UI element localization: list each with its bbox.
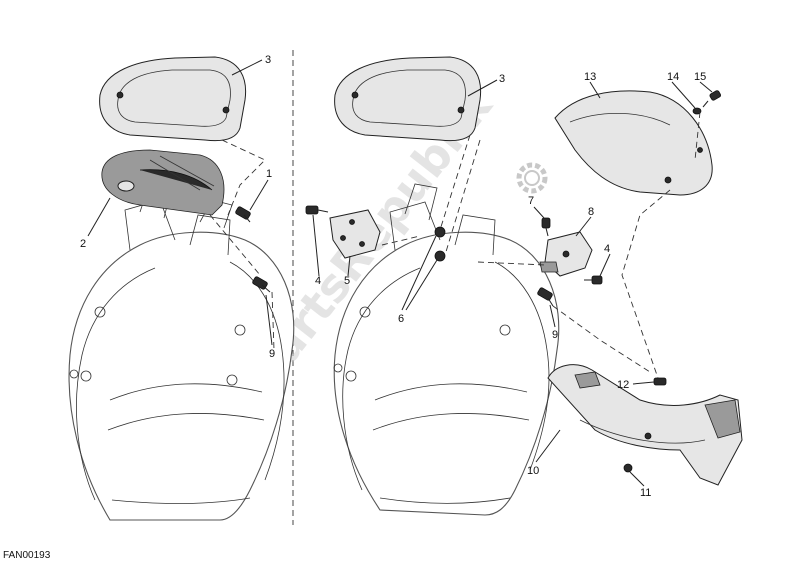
left-guide-line-b	[209, 214, 261, 276]
callout-right-5: 5	[344, 275, 350, 287]
right-cover-13	[554, 90, 713, 196]
right-screw-4a	[305, 205, 329, 215]
callout-right-4b: 4	[604, 243, 610, 255]
right-bracket-5	[329, 209, 381, 259]
right-guide-line-a	[439, 134, 481, 256]
callout-right-12: 12	[617, 379, 629, 391]
right-screw-7	[541, 217, 551, 237]
leader-right-6b	[405, 259, 438, 311]
callout-right-7: 7	[528, 195, 534, 207]
leader-right-8	[575, 216, 592, 237]
leader-right-6a	[401, 235, 437, 311]
right-washer-14	[692, 107, 702, 115]
right-nut-11	[623, 463, 633, 473]
callout-left-9: 9	[269, 348, 275, 360]
right-nut-6b	[434, 250, 446, 262]
callout-right-9: 9	[552, 329, 558, 341]
leader-left-2	[87, 197, 111, 237]
leader-left-9	[265, 294, 273, 346]
callout-left-3: 3	[265, 54, 271, 66]
left-frame-outline	[68, 181, 295, 521]
gear-icon	[516, 162, 548, 194]
callout-right-13: 13	[584, 71, 596, 83]
leader-right-4a	[312, 214, 320, 277]
right-frame-outline	[333, 183, 560, 516]
callout-left-1: 1	[266, 168, 272, 180]
right-nut-6a	[434, 226, 446, 238]
leader-right-11	[629, 471, 645, 487]
callout-right-3: 3	[499, 73, 505, 85]
right-fairing-10	[547, 364, 743, 486]
callout-left-2: 2	[80, 238, 86, 250]
callout-right-15: 15	[694, 71, 706, 83]
leader-right-13	[589, 81, 601, 99]
right-guide-line-c	[477, 261, 651, 373]
leader-right-14	[671, 81, 696, 109]
leader-right-10	[535, 429, 561, 463]
leader-right-3	[467, 79, 498, 97]
right-screw-15	[702, 90, 721, 108]
leader-right-9	[549, 304, 556, 328]
left-instrument-bezel	[99, 56, 247, 142]
callout-right-6: 6	[398, 313, 404, 325]
callout-right-10: 10	[527, 465, 539, 477]
drawing-code: FAN00193	[3, 550, 51, 561]
callout-right-14: 14	[667, 71, 679, 83]
right-screw-9	[537, 287, 554, 307]
leader-right-12	[632, 381, 655, 385]
leader-left-3	[231, 59, 263, 76]
right-clip-12	[653, 377, 667, 386]
right-bracket-8	[539, 231, 593, 277]
callout-right-4a: 4	[315, 275, 321, 287]
right-screw-4b	[584, 275, 603, 285]
callout-right-11: 11	[640, 487, 651, 499]
leader-right-5	[347, 255, 351, 277]
callout-right-8: 8	[588, 206, 594, 218]
left-dashboard-cover	[101, 149, 225, 216]
right-guide-line-d	[621, 189, 671, 379]
leader-left-1	[249, 179, 269, 211]
left-screw-9	[252, 276, 271, 293]
leader-right-4b	[599, 253, 611, 277]
right-guide-line-e	[694, 111, 701, 161]
left-guide-line-a	[221, 139, 266, 216]
left-screw-1	[235, 206, 251, 223]
leader-right-15	[699, 81, 713, 93]
right-guide-line-b	[381, 235, 421, 246]
leader-right-7	[533, 206, 545, 219]
right-instrument-bezel	[334, 56, 482, 142]
